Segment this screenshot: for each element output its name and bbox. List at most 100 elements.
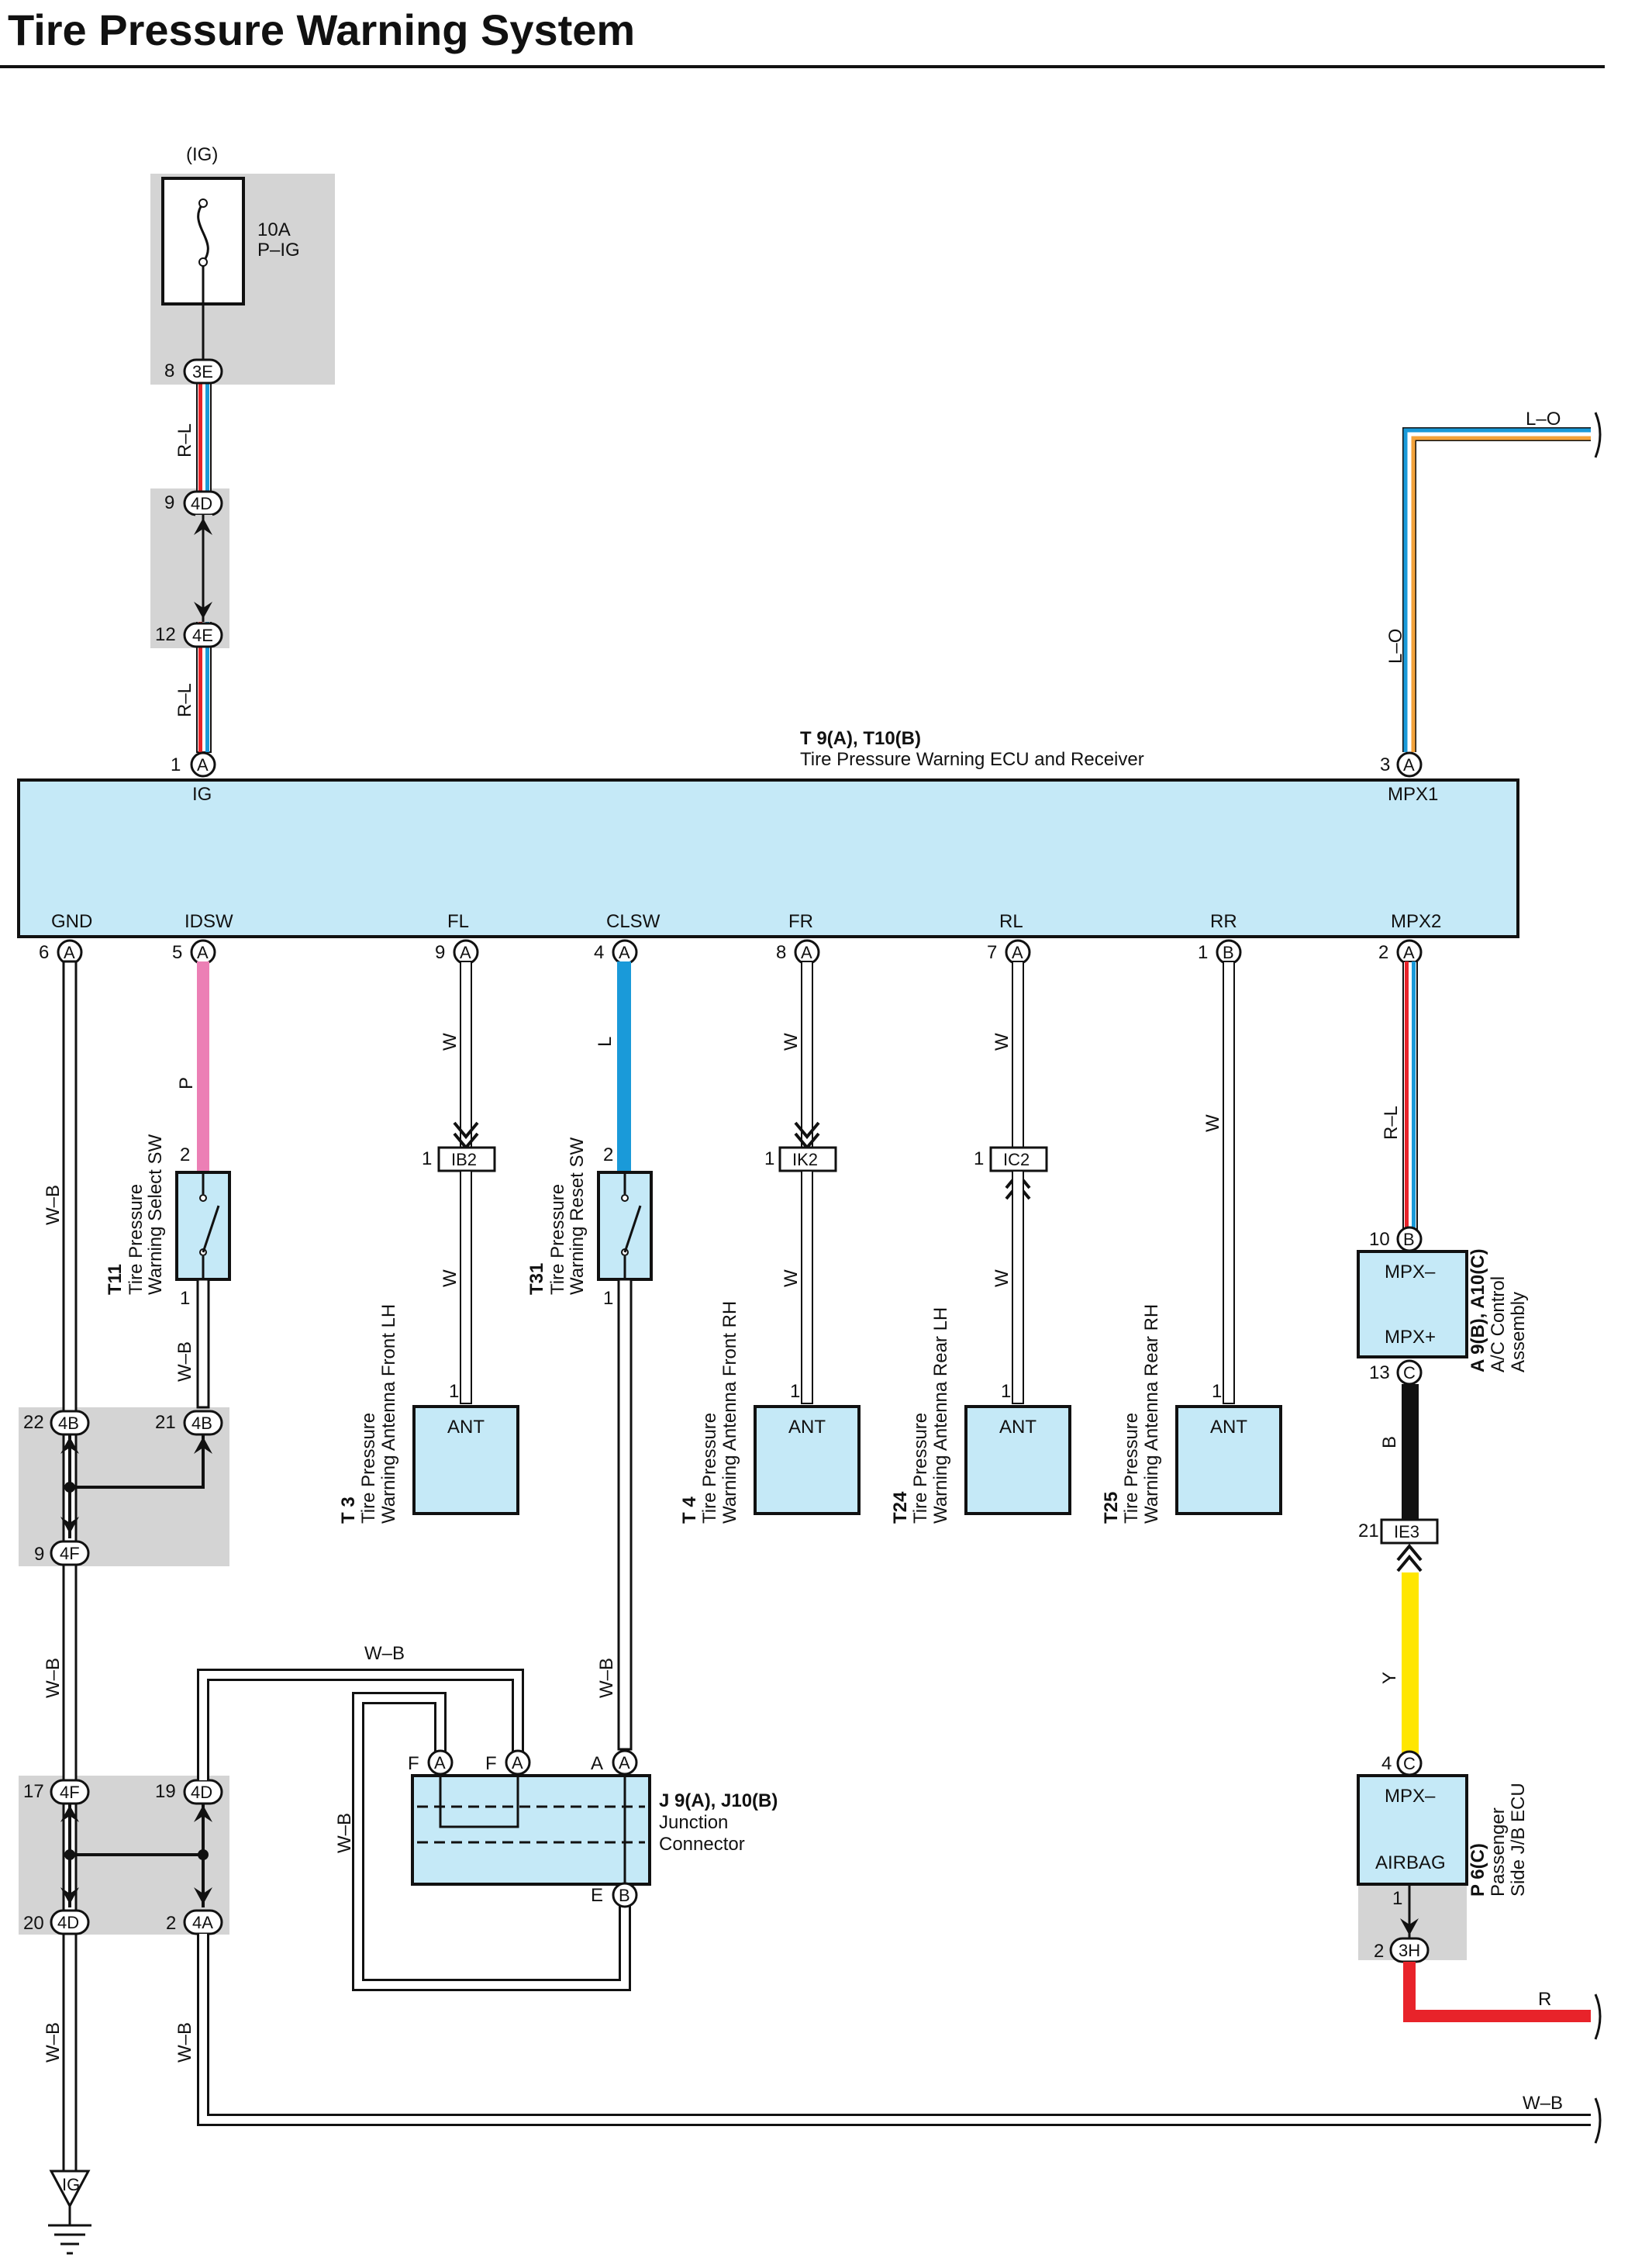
wire-p-idsw <box>197 961 209 1175</box>
wire-w-b-gnd <box>62 960 78 2173</box>
junction-connector-box <box>411 1774 651 1886</box>
ac-name1: A/C Control <box>1488 1276 1509 1372</box>
ac-ref: A 9(B), A10(C) <box>1468 1248 1488 1372</box>
wire-w-fr-2 <box>801 1170 813 1404</box>
ecu-label-rl: RL <box>999 911 1023 932</box>
svg-text:A: A <box>1403 755 1415 775</box>
wire-label-w-b-1: W–B <box>43 1185 64 1225</box>
wire-r-l-mpx2 <box>1402 961 1418 1230</box>
fuse-name: P–IG <box>257 240 300 261</box>
svg-text:3H: 3H <box>1399 1941 1420 1960</box>
ecu-pin-ig <box>190 751 216 778</box>
wire-label-w-b-right: W–B <box>1523 2093 1563 2114</box>
wire-label-w-b-t31: W–B <box>596 1658 617 1698</box>
connector-4e <box>183 622 223 648</box>
t11-name1: Tire Pressure <box>126 1184 147 1295</box>
svg-text:B: B <box>1403 1230 1415 1249</box>
antenna-pin-0: 1 <box>449 1381 459 1402</box>
connector-arrow-down <box>194 602 212 619</box>
antenna-name2-1: Warning Antenna Front RH <box>719 1301 740 1524</box>
antenna-label-1: ANT <box>788 1417 826 1438</box>
ac-name2: Assembly <box>1508 1292 1529 1372</box>
svg-text:A: A <box>512 1753 523 1773</box>
fuse-element-icon <box>197 202 209 263</box>
ecu-pin-conn-2: A <box>460 943 471 962</box>
connector-arrow-up <box>194 518 212 535</box>
gb-bot-pin-bl: 20 <box>23 1913 44 1934</box>
gb-top-pin-r: 21 <box>155 1412 176 1433</box>
fuse-group-label: (IG) <box>186 144 218 165</box>
wire-w-fr <box>801 961 813 1156</box>
t31-name2: Warning Reset SW <box>567 1137 588 1295</box>
antenna-name1-3: Tire Pressure <box>1121 1413 1142 1524</box>
wire-label-w-b-t11: W–B <box>174 1341 195 1382</box>
svg-text:4B: 4B <box>58 1414 79 1433</box>
ecu-label-idsw: IDSW <box>185 911 233 932</box>
wire-l-clsw <box>617 961 631 1175</box>
antenna-ref-1: T 4 <box>679 1496 700 1524</box>
wire-label-r: R <box>1538 1989 1551 2010</box>
wire-label-p: P <box>176 1077 197 1089</box>
ac-pin-top: 10 <box>1369 1229 1390 1250</box>
wire-y <box>1402 1572 1419 1759</box>
antenna-name1-0: Tire Pressure <box>358 1413 379 1524</box>
wire-w-rl <box>1012 961 1024 1156</box>
svg-text:C: C <box>1403 1363 1416 1383</box>
antenna-label-0: ANT <box>447 1417 485 1438</box>
antenna-name2-3: Warning Antenna Rear RH <box>1141 1304 1162 1524</box>
junction-pin-f-1: F <box>408 1753 419 1774</box>
ecu-pin-conn-5: A <box>1012 943 1023 962</box>
connector-3e <box>183 358 223 385</box>
pin-9: 9 <box>164 492 174 513</box>
wire-label-w-b-4a: W–B <box>174 2022 195 2063</box>
wire-label-w-b-junction: W–B <box>334 1813 355 1853</box>
wire-w-b-t11 <box>196 1278 210 1409</box>
svg-text:4D: 4D <box>191 1783 212 1802</box>
ecu-pin-conn-1: A <box>197 943 209 962</box>
wire-w-b-junction-outer <box>352 1692 631 1991</box>
airbag-pin-out: 1 <box>1392 1888 1402 1909</box>
antenna-label-2: ANT <box>999 1417 1036 1438</box>
junction-pin-a-1 <box>427 1749 454 1776</box>
continuation-mark-r <box>1594 1994 1602 2040</box>
antenna-name2-2: Warning Antenna Rear LH <box>930 1307 951 1524</box>
ground-icon <box>49 2170 91 2209</box>
antenna-ref-0: T 3 <box>338 1496 359 1524</box>
wire-label-w-b-2: W–B <box>43 1658 64 1698</box>
ecu-pin-num-7: 2 <box>1378 942 1388 963</box>
t31-name1: Tire Pressure <box>547 1184 568 1295</box>
ecu-pin-mpx1 <box>1396 751 1423 778</box>
antenna-label-3: ANT <box>1210 1417 1247 1438</box>
antenna-name2-0: Warning Antenna Front LH <box>378 1304 399 1524</box>
t31-ref: T31 <box>526 1263 547 1295</box>
ac-pin-bot: 13 <box>1369 1362 1390 1383</box>
ecu-label-gnd: GND <box>51 911 92 932</box>
ac-label-mpx-plus: MPX+ <box>1385 1327 1436 1348</box>
wire-label-w-fr: W <box>781 1033 802 1051</box>
ecu-pin-conn-7: A <box>1403 943 1415 962</box>
antenna-name1-2: Tire Pressure <box>910 1413 931 1524</box>
airbag-pin-3h: 2 <box>1374 1941 1384 1962</box>
t31-pin-top: 2 <box>603 1144 613 1165</box>
junction-name2: Connector <box>659 1834 745 1855</box>
gb-bot-pin-br: 2 <box>166 1913 176 1934</box>
airbag-ecu-box <box>1357 1774 1468 1886</box>
junction-pin-b <box>612 1882 638 1908</box>
ie3-pin: 21 <box>1358 1521 1379 1541</box>
wire-w-b-junction-loop <box>197 1669 524 1780</box>
antenna-box-1 <box>754 1405 861 1515</box>
airbag-pin-top: 4 <box>1381 1753 1392 1774</box>
wire-r <box>1403 1962 1591 2022</box>
ecu-pin-conn-0: A <box>64 943 75 962</box>
ecu-label-ig: IG <box>192 784 212 805</box>
wire-label-r-l-mpx2: R–L <box>1381 1106 1402 1140</box>
ac-label-mpx-minus: MPX– <box>1385 1262 1436 1282</box>
ecu-ref: T 9(A), T10(B) <box>800 728 921 749</box>
svg-text:4E: 4E <box>192 626 213 645</box>
connector-ib2 <box>437 1146 496 1172</box>
junction-pin-a-2 <box>505 1749 531 1776</box>
wire-b <box>1402 1384 1419 1520</box>
ecu-pin-num-4: 8 <box>776 942 786 963</box>
page-title: Tire Pressure Warning System <box>8 5 635 54</box>
junction-pin-f-2: F <box>485 1753 497 1774</box>
